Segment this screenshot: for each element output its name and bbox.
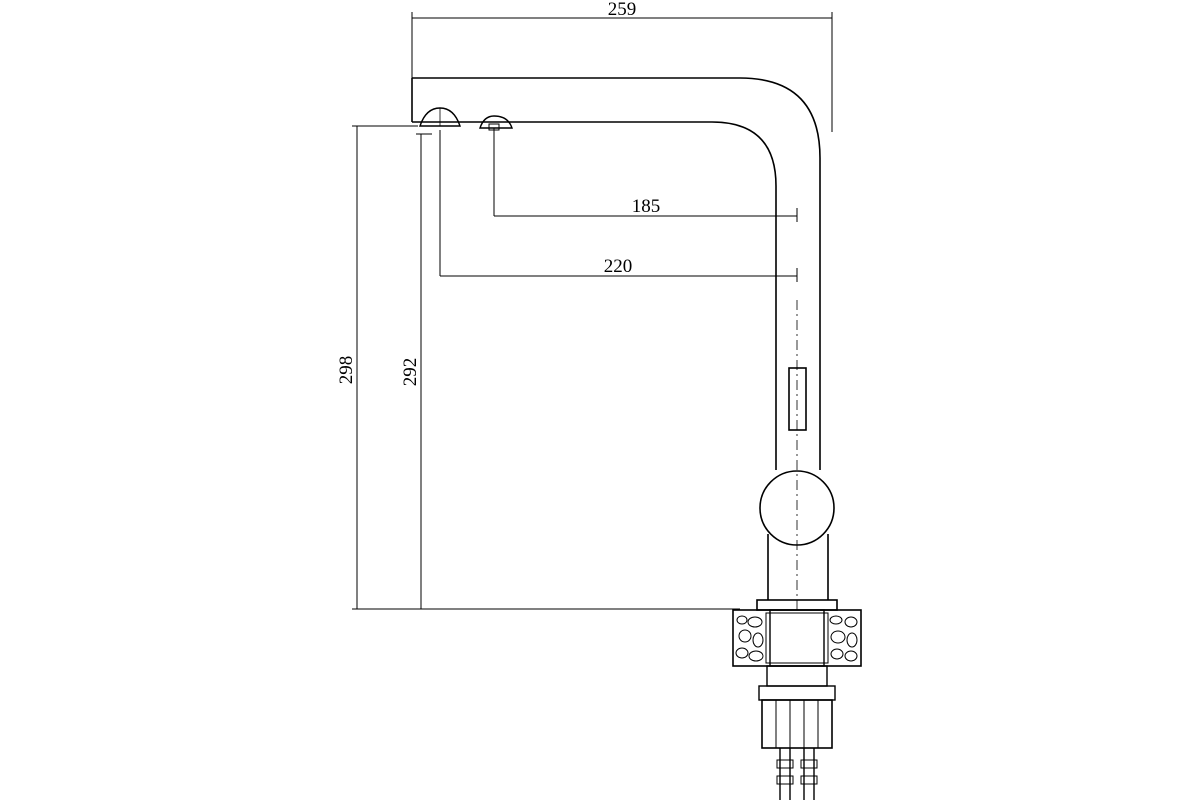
dimension-reach-inner-label: 185 <box>632 196 661 217</box>
faucet-spout <box>411 77 821 430</box>
dimension-total-height: 298 <box>336 125 740 610</box>
dimension-spout-height: 292 <box>400 133 432 609</box>
dimension-reach-inner: 185 <box>493 128 798 222</box>
dimension-reach-outer-label: 220 <box>604 256 633 277</box>
faucet-body <box>756 430 838 611</box>
dimension-reach-outer: 220 <box>439 130 798 282</box>
cartridge-circle <box>759 470 835 546</box>
sink-deck-section <box>732 609 862 667</box>
aerator-inner <box>479 115 513 129</box>
dimension-total-height-label: 298 <box>336 356 357 385</box>
dimension-spout-height-label: 292 <box>400 358 421 387</box>
water-hose-left <box>776 748 794 800</box>
dimension-total-width-label: 259 <box>608 0 637 20</box>
mounting-assembly <box>758 665 836 800</box>
dimension-total-width: 259 <box>411 0 833 132</box>
water-hose-right <box>800 748 818 800</box>
faucet-lever <box>788 300 807 612</box>
